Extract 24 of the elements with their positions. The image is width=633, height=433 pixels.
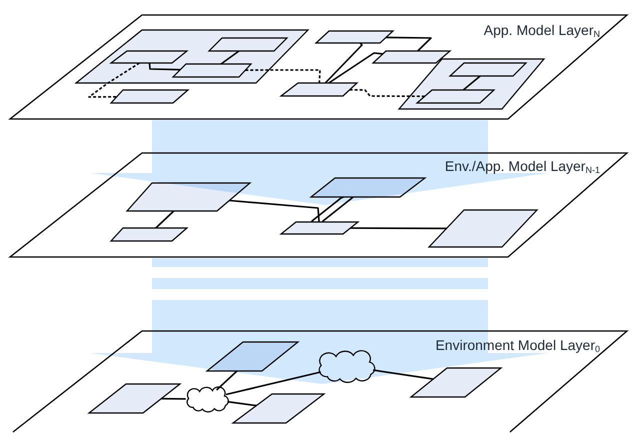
connector-line <box>311 196 344 223</box>
connector-line <box>350 89 425 98</box>
connector-line <box>216 370 238 391</box>
connector-line <box>88 62 140 98</box>
connector-line <box>462 75 481 91</box>
connector-line <box>386 36 432 52</box>
connector-line <box>372 369 434 380</box>
connector-line <box>220 50 240 65</box>
connector-line <box>322 196 354 222</box>
block-arrow <box>90 120 548 205</box>
connector-line <box>227 400 256 406</box>
connector-line <box>350 227 447 230</box>
connector-line <box>155 210 174 229</box>
connector-line <box>229 200 320 222</box>
layer-label: Env./App. Model Layer$_{N-1}$ <box>444 158 600 174</box>
connector-line <box>328 52 383 84</box>
connector-line <box>226 371 321 396</box>
block-arrow <box>90 258 548 384</box>
connector-line <box>245 69 321 84</box>
connector-line <box>324 42 363 84</box>
layer-label: App. Model Layer$_{N}$ <box>484 22 600 38</box>
layer-label: Environment Model Layer$_{0}$ <box>435 337 600 353</box>
connector-line <box>148 62 180 70</box>
connector-line <box>161 398 186 400</box>
